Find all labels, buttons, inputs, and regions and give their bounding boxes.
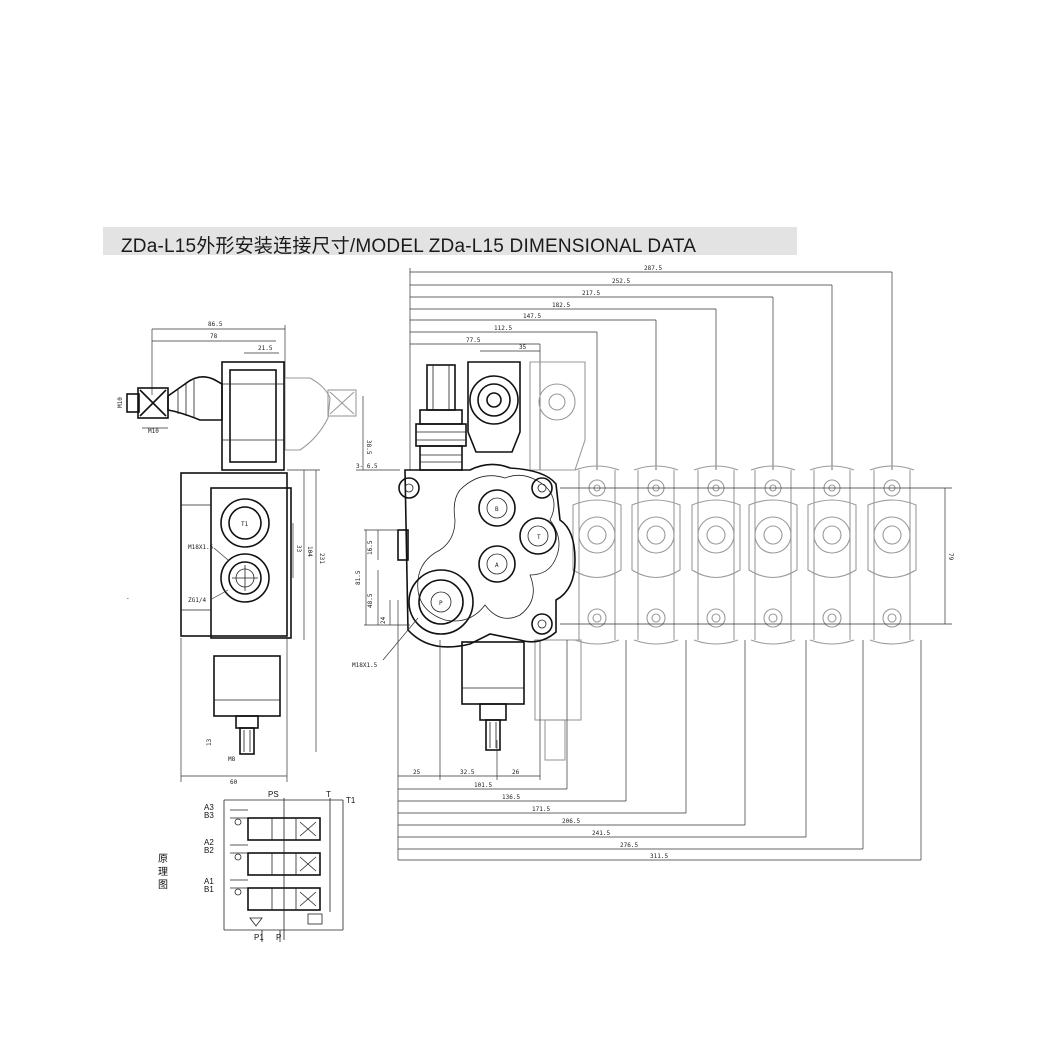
ghost-section-5 [807, 465, 857, 645]
page-title: ZDa-L15外形安装连接尺寸/MODEL ZDa-L15 DIMENSIONA… [121, 236, 697, 257]
ghost-section-3 [691, 465, 741, 645]
dim-231: 231 [318, 553, 325, 564]
dim-241-5: 241.5 [592, 830, 610, 837]
dim-79: 79 [947, 553, 954, 561]
side-view: 86.5 78 21.5 M10 M10 38.5 T [117, 321, 372, 786]
label-m18-front: M18X1.5 [352, 662, 378, 669]
schematic-caption-1: 原 [158, 853, 168, 865]
label-ps: PS [268, 790, 279, 799]
label-t: T [326, 790, 331, 799]
dim-311-5: 311.5 [650, 853, 668, 860]
label-b2: B2 [204, 846, 214, 855]
valve-section-3 [230, 809, 321, 841]
dim-206-5: 206.5 [562, 818, 580, 825]
dim-33: 33 [295, 545, 302, 553]
dim-25: 25 [413, 769, 421, 776]
label-zg14: ZG1/4 [188, 597, 206, 604]
dim-147-5: 147.5 [523, 313, 541, 320]
svg-text:-: - [126, 595, 130, 602]
front-view: 287.5 252.5 217.5 182.5 147.5 112.5 77.5… [352, 265, 954, 861]
dim-81-5: 81.5 [355, 570, 362, 585]
dim-252-5: 252.5 [612, 278, 630, 285]
dim-86-5: 86.5 [208, 321, 223, 328]
title-bar: ZDa-L15外形安装连接尺寸/MODEL ZDa-L15 DIMENSIONA… [103, 227, 797, 257]
port-b-letter: B [495, 506, 499, 513]
dim-217-5: 217.5 [582, 290, 600, 297]
dim-101-5: 101.5 [474, 782, 492, 789]
label-a3: A3 [204, 803, 214, 812]
schematic-caption-2: 理 [158, 866, 168, 878]
dim-26: 26 [512, 769, 520, 776]
hydraulic-schematic: PS T T1 A3 B3 A2 B2 A1 B1 P1 P [158, 790, 356, 942]
dim-m10-b: M10 [148, 428, 159, 435]
valve-section-2 [230, 844, 321, 876]
port-t-letter: T [537, 534, 541, 541]
dim-3-6-5: 3- 6.5 [356, 463, 378, 470]
dim-78: 78 [210, 333, 218, 340]
label-p: P [276, 933, 281, 942]
dim-16-5: 16.5 [367, 540, 374, 555]
dim-104: 104 [306, 546, 313, 557]
svg-text:T1: T1 [241, 521, 249, 528]
label-t1: T1 [346, 796, 356, 805]
dim-60: 60 [230, 779, 238, 786]
dim-m8: M8 [228, 756, 236, 763]
dim-112-5: 112.5 [494, 325, 512, 332]
ghost-section-1 [572, 465, 622, 645]
dim-182-5: 182.5 [552, 302, 570, 309]
dim-m10-a: M10 [117, 397, 124, 408]
dim-77-5: 77.5 [466, 337, 481, 344]
valve-section-1 [230, 879, 321, 911]
ghost-section-2 [631, 465, 681, 645]
label-p1: P1 [254, 933, 264, 942]
dim-32-5: 32.5 [460, 769, 475, 776]
ghost-section-6 [867, 465, 917, 645]
ghost-section-4 [748, 465, 798, 645]
dim-276-5: 276.5 [620, 842, 638, 849]
schematic-caption-3: 图 [158, 879, 168, 891]
dim-21-5: 21.5 [258, 345, 273, 352]
port-a-letter: A [495, 562, 499, 569]
label-a1: A1 [204, 877, 214, 886]
port-p-letter: P [439, 600, 443, 607]
dim-13: 13 [206, 738, 213, 746]
label-b3: B3 [204, 811, 214, 820]
dim-38-5: 38.5 [365, 440, 372, 455]
label-a2: A2 [204, 838, 214, 847]
ghost-sections [529, 361, 917, 761]
dim-48-5: 48.5 [367, 593, 374, 608]
dim-287-5: 287.5 [644, 265, 662, 272]
label-m18-side: M18X1.5 [188, 544, 214, 551]
dim-35: 35 [519, 344, 527, 351]
label-b1: B1 [204, 885, 214, 894]
dim-171-5: 171.5 [532, 806, 550, 813]
dim-136-5: 136.5 [502, 794, 520, 801]
dim-24: 24 [380, 616, 387, 624]
